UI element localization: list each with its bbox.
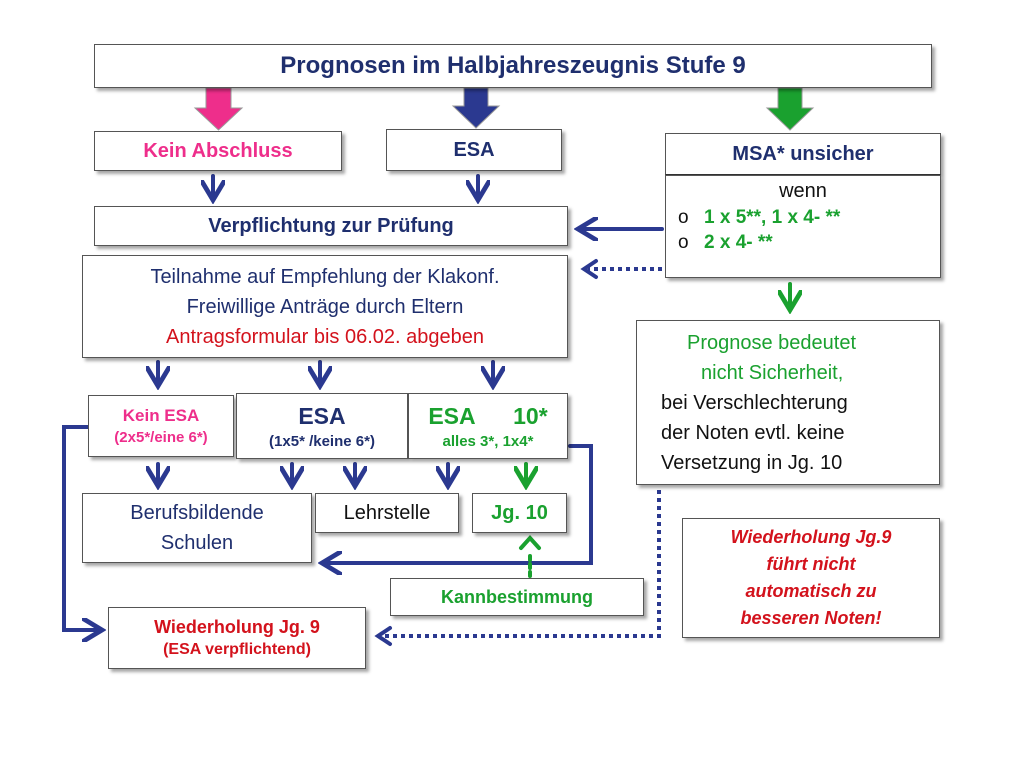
- berufsbildende-line-2: Schulen: [160, 532, 234, 554]
- esa10-box: ESA 10* alles 3*, 1x4*: [408, 393, 568, 459]
- arrow-esa10-fail-beruf: [326, 444, 593, 563]
- msa-unsicher-label: MSA* unsicher: [732, 142, 874, 165]
- wiederholung-sub: (ESA verpflichtend): [163, 641, 311, 658]
- esa-result-sub: (1x5* /keine 6*): [269, 432, 375, 450]
- msa-condition-list: 1 x 5**, 1 x 4- ** 2 x 4- **: [678, 205, 840, 255]
- teilnahme-line-1: Teilnahme auf Empfehlung der Klakonf.: [150, 265, 500, 288]
- esa-result-box: ESA (1x5* /keine 6*): [236, 393, 408, 459]
- prognose-box: Prognose bedeutet nicht Sicherheit, bei …: [636, 320, 940, 485]
- dotted-arrow-prognose-wiederholung: [384, 490, 661, 638]
- kein-abschluss-box: Kein Abschluss: [94, 131, 342, 171]
- esa-box: ESA: [386, 129, 562, 171]
- prognose-line-4: der Noten evtl. keine: [661, 421, 845, 444]
- kein-esa-box: Kein ESA (2x5*/eine 6*): [88, 395, 234, 457]
- berufsbildende-line-1: Berufsbildende: [130, 502, 264, 524]
- teilnahme-line-3: Antragsformular bis 06.02. abgeben: [166, 325, 484, 348]
- verpflichtung-box: Verpflichtung zur Prüfung: [94, 206, 568, 246]
- msa-condition-2: 2 x 4- **: [678, 230, 840, 255]
- title-box: Prognosen im Halbjahreszeugnis Stufe 9: [94, 44, 932, 88]
- lehrstelle-box: Lehrstelle: [315, 493, 459, 533]
- dotted-arrowhead-wiederholung: [374, 626, 392, 646]
- arrow-kein-esa-wiederholung: [62, 425, 98, 630]
- kannbestimmung-box: Kannbestimmung: [390, 578, 644, 616]
- jg10-label: Jg. 10: [491, 501, 548, 524]
- teilnahme-box: Teilnahme auf Empfehlung der Klakonf. Fr…: [82, 255, 568, 358]
- berufsbildende-box: Berufsbildende Schulen: [82, 493, 312, 563]
- teilnahme-line-2: Freiwillige Anträge durch Eltern: [186, 295, 464, 318]
- arrowhead-kannbestimmung-jg10: [519, 535, 541, 550]
- jg10-box: Jg. 10: [472, 493, 567, 533]
- esa10-title: ESA 10*: [428, 402, 548, 429]
- msa-unsicher-box: MSA* unsicher: [665, 133, 941, 175]
- kein-esa-title: Kein ESA: [122, 406, 200, 425]
- msa-condition-1: 1 x 5**, 1 x 4- **: [678, 205, 840, 230]
- wiederholung-box: Wiederholung Jg. 9 (ESA verpflichtend): [108, 607, 366, 669]
- green-block-arrow: [765, 87, 815, 131]
- prognose-line-5: Versetzung in Jg. 10: [661, 451, 843, 474]
- lehrstelle-label: Lehrstelle: [343, 501, 431, 524]
- prognose-line-1: Prognose bedeutet: [687, 331, 857, 354]
- wenn-label: wenn: [779, 180, 827, 202]
- pink-block-arrow: [193, 87, 244, 131]
- dotted-arrowhead-teilnahme: [580, 259, 598, 279]
- esa10-sub: alles 3*, 1x4*: [442, 432, 534, 450]
- msa-conditions-box: wenn 1 x 5**, 1 x 4- ** 2 x 4- **: [665, 175, 941, 278]
- kein-esa-sub: (2x5*/eine 6*): [114, 429, 208, 446]
- wiederholung-note-line-1: Wiederholung Jg.9: [730, 527, 892, 547]
- wiederholung-note-line-3: automatisch zu: [745, 581, 877, 601]
- wiederholung-title: Wiederholung Jg. 9: [154, 617, 320, 637]
- page-title: Prognosen im Halbjahreszeugnis Stufe 9: [280, 52, 746, 79]
- wiederholung-note-line-2: führt nicht: [766, 554, 856, 574]
- esa-label: ESA: [453, 138, 495, 161]
- esa-result-title: ESA: [298, 402, 346, 429]
- prognose-line-2: nicht Sicherheit,: [701, 361, 844, 384]
- navy-block-arrow: [451, 87, 501, 129]
- kannbestimmung-label: Kannbestimmung: [440, 586, 593, 607]
- wiederholung-note-line-4: besseren Noten!: [740, 608, 882, 628]
- prognose-line-3: bei Verschlechterung: [661, 391, 848, 414]
- verpflichtung-label: Verpflichtung zur Prüfung: [208, 214, 454, 237]
- wiederholung-note-box: Wiederholung Jg.9 führt nicht automatisc…: [682, 518, 940, 638]
- kein-abschluss-label: Kein Abschluss: [143, 139, 293, 162]
